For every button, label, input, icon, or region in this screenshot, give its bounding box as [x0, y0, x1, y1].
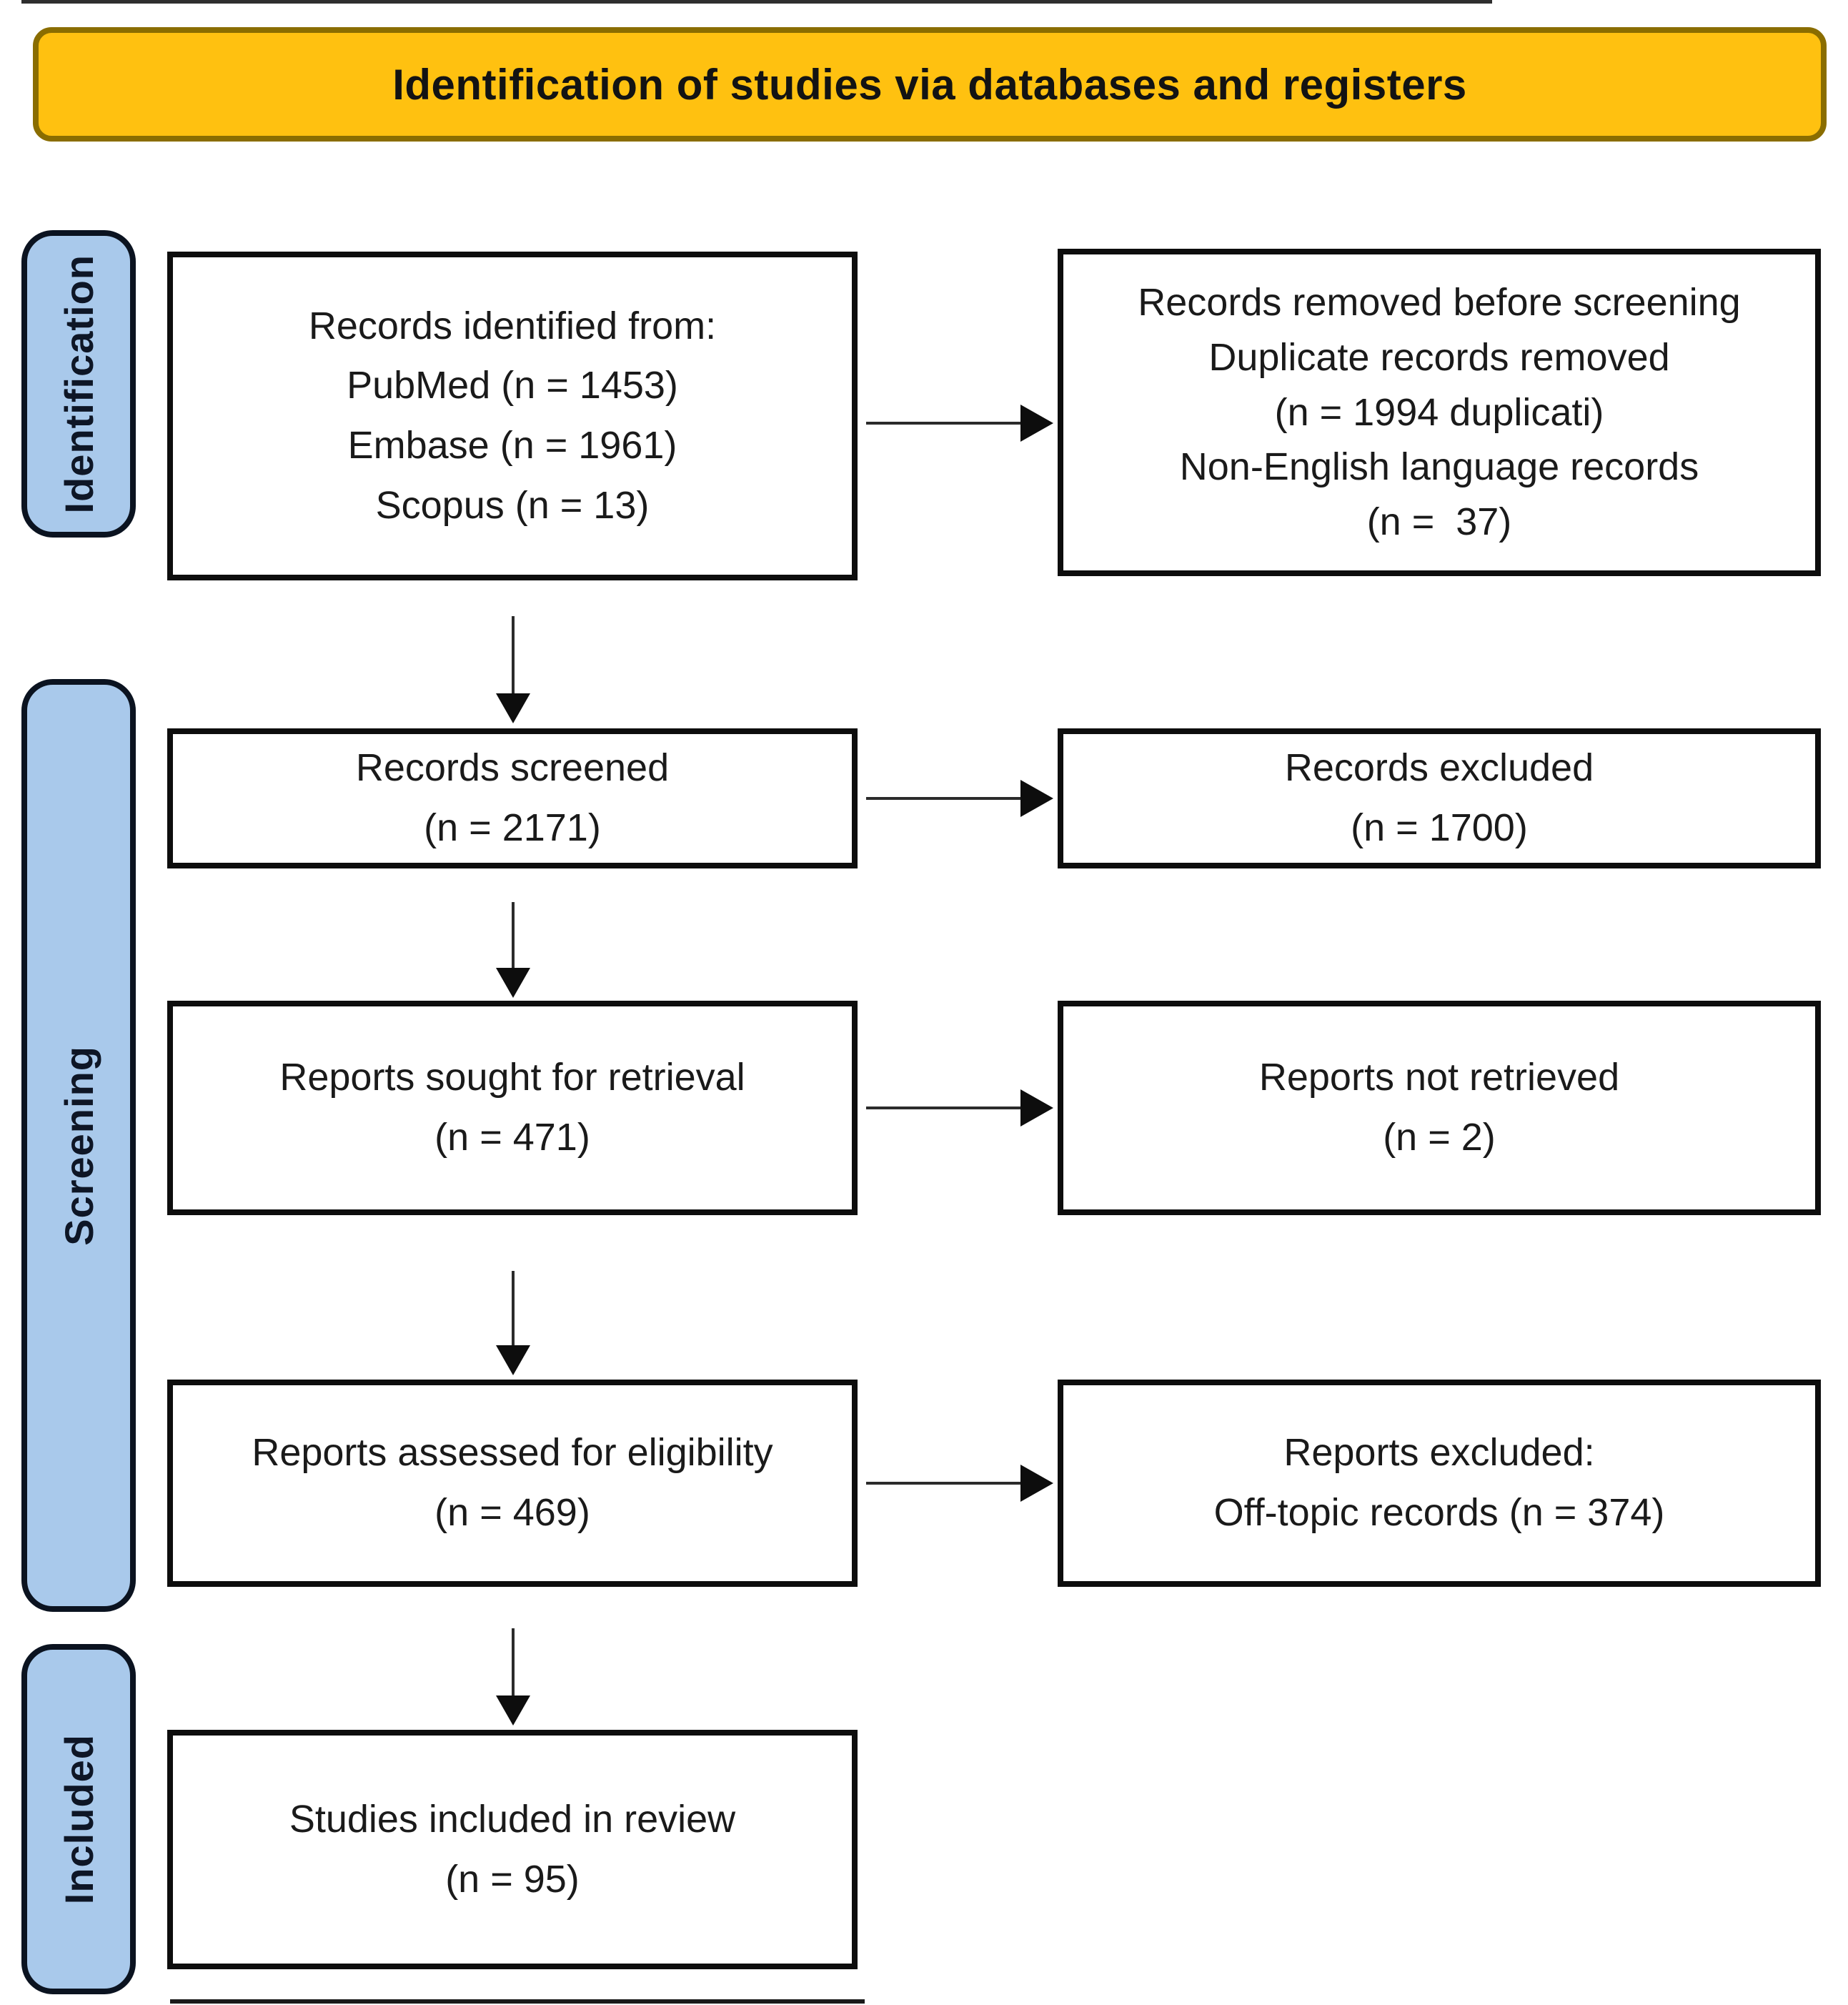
stage-label-identification: Identification: [21, 230, 136, 538]
arrow-assessed-to-included: [496, 1628, 530, 1726]
arrowhead-down-icon: [496, 968, 530, 998]
banner: Identification of studies via databases …: [33, 27, 1827, 142]
arrow-shaft: [866, 797, 1020, 800]
box-studies-included: Studies included in review (n = 95): [167, 1730, 858, 1969]
stage-label-text: Included: [56, 1733, 101, 1905]
arrow-shaft: [512, 1271, 515, 1345]
arrow-identified-to-removed: [866, 405, 1053, 442]
arrow-shaft: [512, 616, 515, 693]
bottom-crop-line: [170, 1999, 865, 2004]
box-line: Reports not retrieved: [1258, 1056, 1620, 1099]
box-line: (n = 95): [445, 1857, 580, 1901]
box-line: Records removed before screening: [1138, 281, 1741, 325]
box-line: Reports excluded:: [1283, 1431, 1595, 1475]
box-line: Records excluded: [1284, 746, 1594, 790]
box-line: Reports sought for retrieval: [279, 1056, 745, 1099]
box-line: (n = 2): [1383, 1116, 1496, 1159]
box-line: Embase (n = 1961): [347, 424, 677, 467]
box-records-excluded: Records excluded (n = 1700): [1058, 728, 1821, 868]
box-records-identified: Records identified from: PubMed (n = 145…: [167, 252, 858, 580]
arrow-screened-to-excluded: [866, 780, 1053, 817]
box-line: Non-English language records: [1179, 445, 1699, 489]
arrow-shaft: [512, 1628, 515, 1695]
box-line: (n = 2171): [424, 806, 601, 849]
stage-label-included: Included: [21, 1644, 136, 1994]
arrow-shaft: [866, 1107, 1020, 1109]
box-reports-assessed: Reports assessed for eligibility (n = 46…: [167, 1380, 858, 1587]
arrowhead-right-icon: [1020, 1089, 1053, 1127]
box-line: Records identified from:: [308, 304, 717, 347]
arrow-assessed-to-reports-excluded: [866, 1465, 1053, 1502]
box-records-removed-before-screening: Records removed before screening Duplica…: [1058, 249, 1821, 576]
arrow-shaft: [512, 902, 515, 968]
arrow-identified-to-screened: [496, 616, 530, 723]
box-reports-sought: Reports sought for retrieval (n = 471): [167, 1001, 858, 1215]
top-crop-line: [21, 0, 1492, 4]
arrowhead-right-icon: [1020, 405, 1053, 442]
arrowhead-right-icon: [1020, 780, 1053, 817]
box-line: (n = 37): [1366, 500, 1512, 543]
box-line: Reports assessed for eligibility: [252, 1431, 773, 1475]
banner-title: Identification of studies via databases …: [392, 60, 1467, 109]
box-line: (n = 469): [434, 1491, 590, 1534]
arrowhead-down-icon: [496, 1695, 530, 1726]
box-line: Duplicate records removed: [1208, 335, 1670, 379]
arrowhead-down-icon: [496, 1345, 530, 1375]
box-line: (n = 471): [434, 1116, 590, 1159]
box-reports-excluded: Reports excluded: Off-topic records (n =…: [1058, 1380, 1821, 1587]
stage-label-text: Identification: [56, 254, 101, 514]
arrow-shaft: [866, 1482, 1020, 1485]
box-line: (n = 1994 duplicati): [1274, 390, 1604, 434]
box-line: Off-topic records (n = 374): [1213, 1491, 1665, 1534]
arrow-sought-to-not-retrieved: [866, 1089, 1053, 1127]
box-line: (n = 1700): [1351, 806, 1528, 849]
stage-label-text: Screening: [56, 1045, 101, 1246]
box-line: Scopus (n = 13): [375, 483, 650, 527]
arrow-shaft: [866, 422, 1020, 425]
stage-label-screening: Screening: [21, 679, 136, 1612]
arrowhead-right-icon: [1020, 1465, 1053, 1502]
box-reports-not-retrieved: Reports not retrieved (n = 2): [1058, 1001, 1821, 1215]
box-records-screened: Records screened (n = 2171): [167, 728, 858, 868]
arrowhead-down-icon: [496, 693, 530, 723]
arrow-sought-to-assessed: [496, 1271, 530, 1375]
box-line: Studies included in review: [289, 1797, 736, 1841]
box-line: Records screened: [355, 746, 670, 790]
arrow-screened-to-sought: [496, 902, 530, 998]
box-line: PubMed (n = 1453): [347, 364, 678, 407]
